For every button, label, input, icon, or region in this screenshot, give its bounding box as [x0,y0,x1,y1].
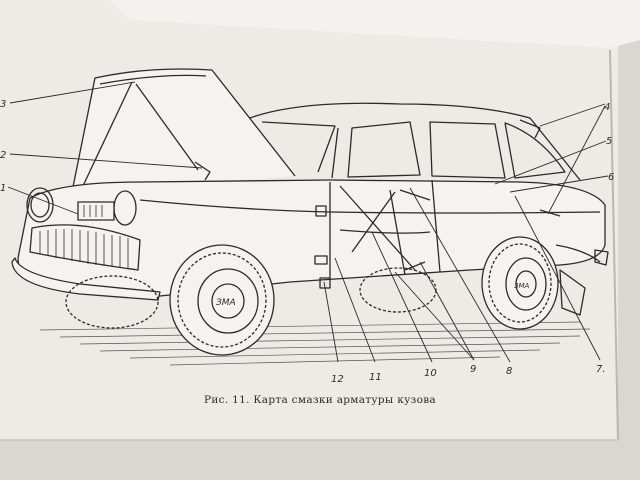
callout-10: 10 [424,368,437,379]
callout-9: 9 [470,364,476,375]
hood-stay [81,81,133,189]
facing-page [110,0,640,48]
callout-5: 5 [606,136,612,147]
rear-wheel [481,236,559,330]
rear-window [504,122,566,179]
left-headlight [26,187,54,223]
front-wheel [169,244,275,356]
hood-lid [71,68,296,193]
ground-hatching [39,321,591,366]
hubcap-emblem: ЗМА [216,298,236,308]
callout-12: 12 [331,374,344,385]
callout-4: 4 [604,102,610,113]
callout-8: 8 [506,366,512,377]
car-illustration [11,68,609,356]
callout-6: 6 [608,172,614,183]
cabin-roof [249,102,581,181]
front-bumper [11,257,161,301]
callout-11: 11 [369,372,382,383]
front-window [347,121,421,178]
callout-1: 1 [0,183,6,194]
rear-side-window [429,121,506,179]
front-grille [29,224,141,271]
leader-lines [7,81,609,363]
figure-caption: Рис. 11. Карта смазки арматуры кузова [204,394,436,406]
callout-2: 2 [0,150,6,161]
callout-7: 7. [596,364,606,375]
callout-3: 3 [0,99,6,110]
hubcap-emblem-rear: ЗМА [514,282,530,290]
